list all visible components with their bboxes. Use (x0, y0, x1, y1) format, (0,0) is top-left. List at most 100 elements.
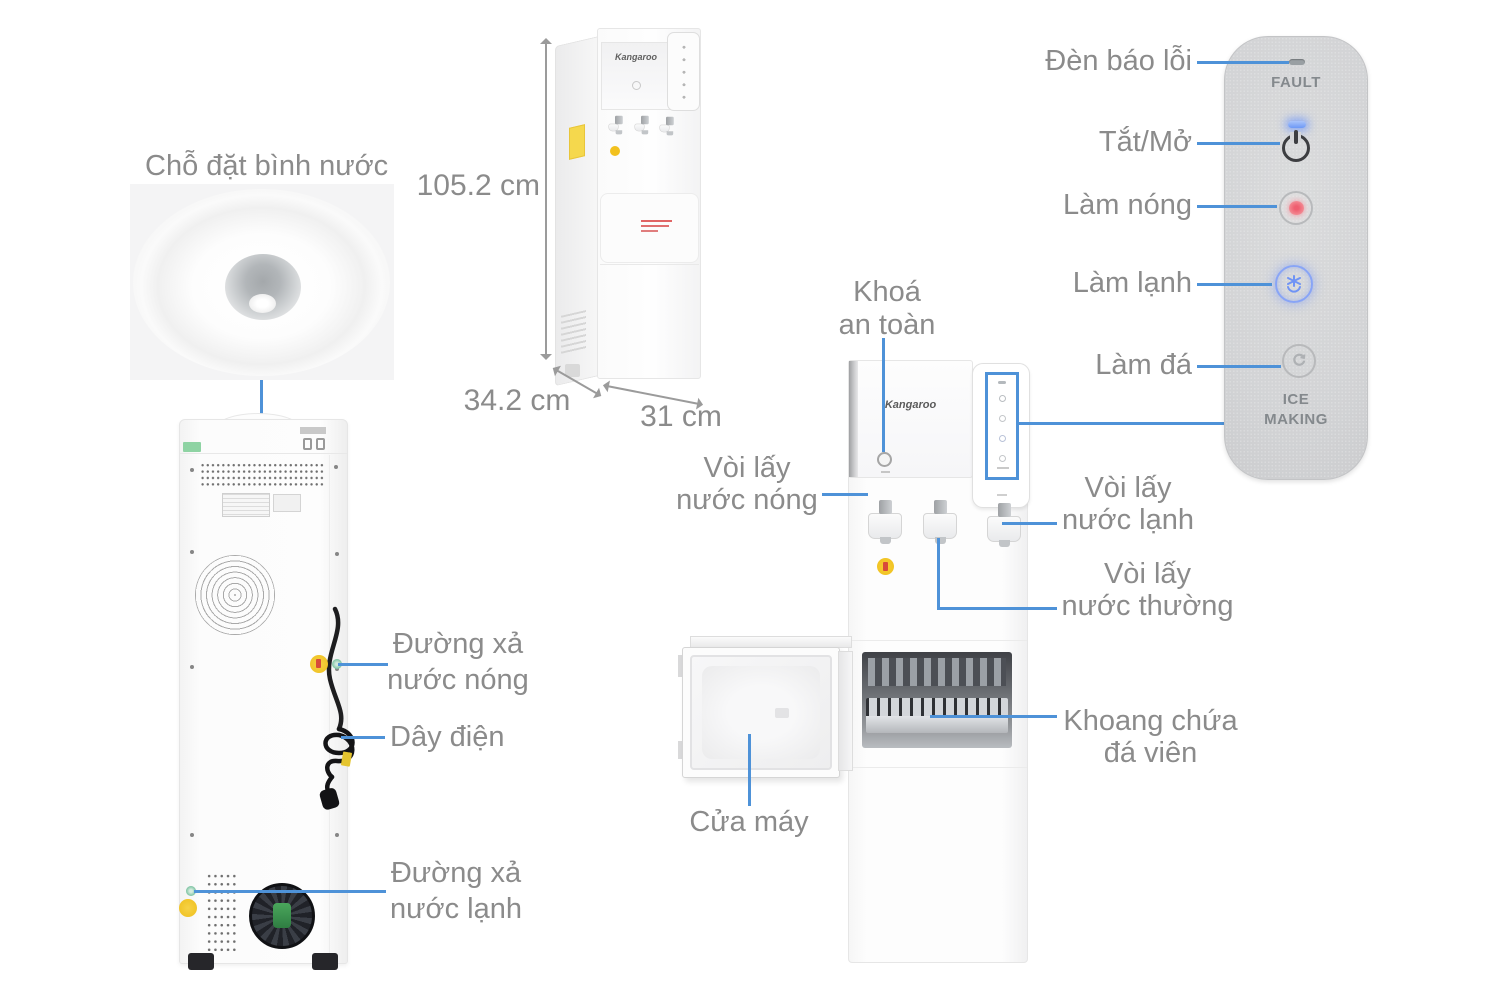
dispenser-front-view: Kangaroo (848, 358, 1030, 965)
iso-warning-label (569, 124, 585, 160)
heat-callout-line (1197, 205, 1277, 208)
iso-red-text-line (641, 225, 669, 227)
normal-faucet-leader-line-v (937, 538, 940, 610)
bottle-seat-image (130, 184, 394, 380)
depth-dimension-label: 34.2 cm (463, 384, 571, 417)
iso-cold-faucet (659, 116, 674, 136)
door-label: Cửa máy (678, 806, 820, 838)
iso-red-text-line (641, 220, 672, 222)
ice-evaporator-fingers (868, 658, 1006, 686)
power-cord-label-line1: Dây điện (390, 721, 505, 753)
hot-drain-warning-sticker (310, 655, 328, 673)
hot-faucet-label: Vòi lấy nước nóng (672, 452, 822, 516)
back-socket-mark (303, 438, 312, 450)
hot-faucet-label-line2: nước nóng (676, 484, 818, 516)
front-control-pod (972, 363, 1030, 508)
pod-to-panel-leader-line (1019, 422, 1225, 425)
cold-callout-text: Làm lạnh (1072, 267, 1192, 299)
pod-power-button (999, 395, 1006, 402)
ice-tray-front (866, 716, 1008, 733)
door-inner-recess (702, 666, 820, 759)
cold-drain-label: Đường xả nước lạnh (383, 857, 529, 925)
power-icon-bar (1293, 130, 1298, 144)
normal-faucet-leader-line-h (937, 607, 1057, 610)
bottle-seat-valve-ball (249, 294, 276, 313)
power-callout-line (1197, 142, 1280, 145)
power-led (1288, 121, 1306, 128)
cold-drain-leader-line (194, 890, 386, 893)
power-callout-text: Tắt/Mở (1098, 126, 1192, 158)
ice-callout-label: Làm đá (972, 349, 1192, 381)
ice-making-text-line2: MAKING (1264, 411, 1328, 428)
pod-ice-button (999, 455, 1006, 462)
hot-drain-label: Đường xả nước nóng (385, 628, 531, 696)
pod-heat-button (999, 415, 1006, 422)
iso-brand-logo: Kangaroo (614, 52, 657, 62)
hot-drain-leader-line (338, 663, 388, 666)
screw-dot (190, 833, 194, 837)
ice-button-ring (1282, 344, 1316, 378)
iso-warning-sticker (610, 146, 620, 156)
back-fan-vent-rings (195, 555, 275, 635)
iso-ice-door (600, 193, 699, 263)
front-lower-seam (849, 767, 1027, 768)
cold-drain-label-line2: nước lạnh (390, 893, 522, 925)
back-fan-center-label (273, 903, 291, 928)
ice-callout-line (1197, 365, 1281, 368)
door-panel (682, 647, 840, 778)
safety-lock-label-line1: Khoá (853, 276, 921, 308)
bottle-seat-title: Chỗ đặt bình nước (145, 150, 389, 182)
ice-compartment-leader-line (930, 715, 1057, 718)
dispenser-iso-view: Kangaroo (555, 26, 705, 387)
iso-side-vents (561, 310, 586, 356)
cold-drain-outlet (186, 886, 196, 896)
bottle-seat-title-text: Chỗ đặt bình nước (145, 150, 389, 182)
cold-drain-label-line1: Đường xả (390, 857, 522, 889)
power-cord (319, 606, 355, 810)
door-latch-tab (678, 655, 685, 677)
hot-faucet-label-line1: Vòi lấy (703, 452, 791, 484)
ice-compartment-opening (862, 652, 1012, 748)
back-spec-label-small (273, 494, 301, 512)
cold-snowflake-icon (1287, 275, 1301, 293)
height-dimension-label: 105.2 cm (416, 169, 540, 202)
front-warning-sticker (877, 558, 894, 575)
height-dimension-arrow (540, 38, 552, 360)
cold-drain-warning-sticker (179, 899, 197, 917)
hot-faucet (868, 500, 902, 544)
back-edge-seam (329, 455, 330, 955)
cold-faucet-leader-line (1002, 522, 1057, 525)
cold-callout-line (1197, 283, 1272, 286)
screw-dot (335, 667, 339, 671)
hot-faucet-leader-line (822, 493, 868, 496)
back-vent-grid (200, 462, 324, 488)
door-hinge-arm (838, 651, 853, 771)
pod-cold-button (999, 435, 1006, 442)
power-icon (1282, 130, 1310, 162)
back-foot (312, 953, 338, 970)
hot-drain-sticker-mark (316, 659, 321, 668)
fault-callout-label: Đèn báo lỗi (972, 45, 1192, 77)
hot-drain-label-line1: Đường xả (392, 628, 524, 660)
safety-lock-caption (881, 471, 890, 473)
iso-body-seam (600, 264, 699, 265)
door-latch-tab (678, 741, 685, 759)
power-callout-label: Tắt/Mở (972, 126, 1192, 158)
control-panel: FAULT ICE MAKI (1224, 36, 1368, 480)
ice-compartment-label-line2: đá viên (1103, 737, 1198, 769)
machine-door (678, 633, 858, 783)
ice-making-icon (1293, 353, 1306, 366)
pod-ice-caption (997, 467, 1009, 469)
bottle-seat-leader-line (260, 380, 263, 422)
safety-lock-label: Khoá an toàn (820, 276, 954, 342)
pod-fault-led (998, 381, 1006, 384)
back-bottom-vent-grid (206, 872, 237, 953)
door-leader-line (748, 734, 751, 806)
screw-dot (335, 552, 339, 556)
cold-faucet (987, 503, 1021, 547)
ice-making-text-line1: ICE (1282, 391, 1310, 408)
pod-highlight-box (985, 372, 1019, 480)
cold-faucet-label-line1: Vòi lấy (1084, 472, 1172, 504)
front-head-edge (849, 361, 858, 477)
heat-button-ring (1279, 191, 1313, 225)
